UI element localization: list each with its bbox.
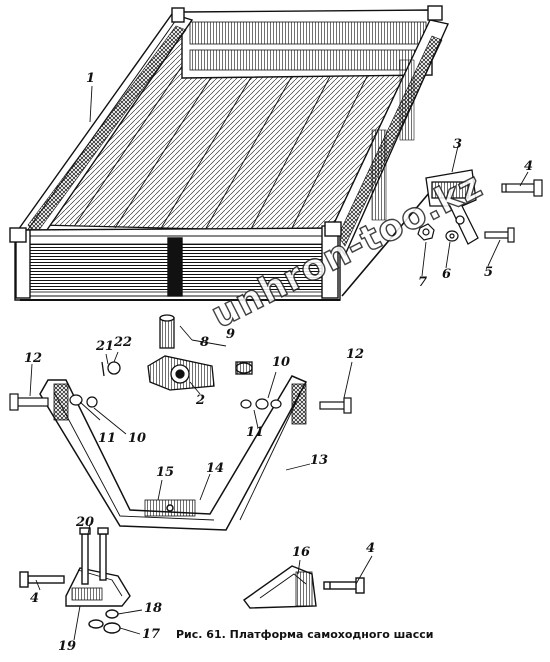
mount-16 — [243, 565, 365, 609]
bracket-3 — [425, 169, 479, 245]
callout-15: 15 — [156, 465, 175, 480]
callout-17: 17 — [142, 627, 161, 642]
callout-12a: 12 — [24, 351, 43, 366]
callout-2: 2 — [196, 393, 206, 408]
callout-1: 1 — [86, 71, 96, 86]
callout-12b: 12 — [346, 347, 365, 362]
bolts-12-10-11 — [9, 393, 352, 414]
callout-11b: 11 — [246, 425, 265, 440]
nut-washer-5-6-7 — [417, 223, 515, 243]
callout-19: 19 — [58, 639, 77, 654]
callout-18: 18 — [144, 601, 163, 616]
callout-4a: 4 — [524, 159, 534, 174]
platform-body — [9, 5, 449, 301]
mount-19 — [19, 527, 131, 634]
callout-4c: 4 — [366, 541, 376, 556]
leader-lines — [29, 85, 529, 641]
callout-20: 20 — [76, 515, 95, 530]
callout-10b: 10 — [272, 355, 291, 370]
pin-coupler-2 — [101, 314, 253, 391]
callout-6: 6 — [442, 267, 452, 282]
callout-21: 21 — [96, 339, 115, 354]
callout-5: 5 — [484, 265, 494, 280]
callout-8: 8 — [200, 335, 210, 350]
callout-14: 14 — [206, 461, 225, 476]
callout-4b: 4 — [30, 591, 40, 606]
callout-9: 9 — [226, 327, 236, 342]
figure-caption: Рис. 61. Платформа самоходного шасси — [176, 628, 434, 641]
callout-13: 13 — [310, 453, 329, 468]
callout-22: 22 — [114, 335, 133, 350]
cross-beam-13 — [39, 375, 308, 531]
callout-3: 3 — [453, 137, 463, 152]
callout-11a: 11 — [98, 431, 117, 446]
callout-10a: 10 — [128, 431, 147, 446]
callout-16: 16 — [292, 545, 311, 560]
callout-7: 7 — [418, 275, 428, 290]
